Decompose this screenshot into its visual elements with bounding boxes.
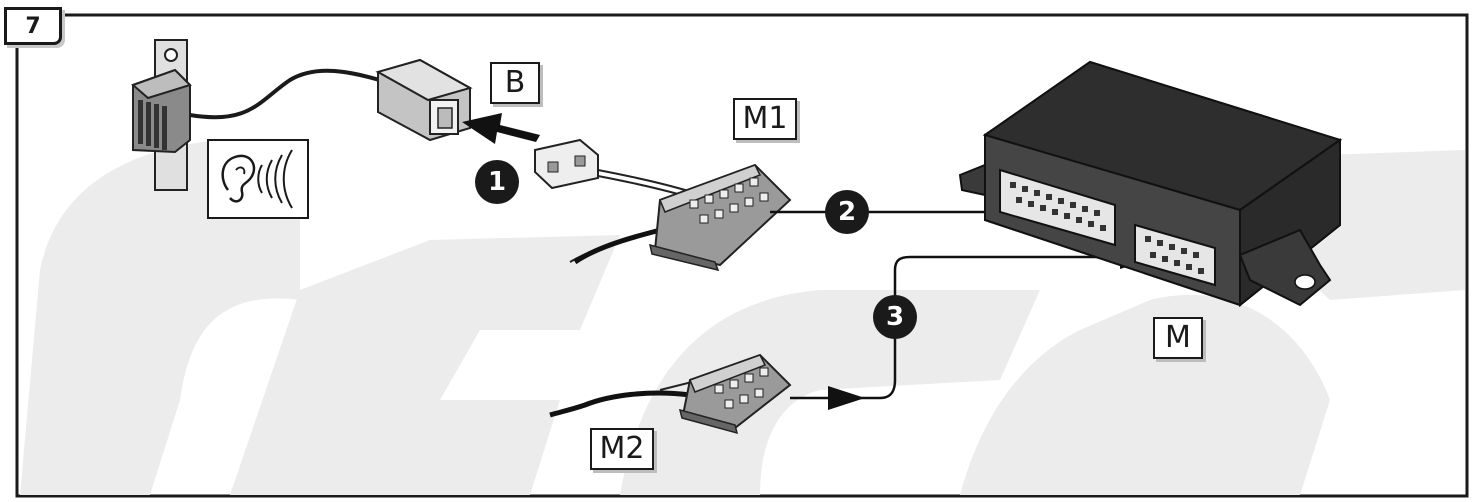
insert-arrow	[462, 113, 540, 144]
plug-male	[534, 138, 599, 190]
black-wire-m2	[549, 390, 691, 418]
control-module-box	[958, 60, 1343, 308]
label-harness-m2: M2	[590, 428, 654, 470]
arrow-m2	[828, 386, 865, 410]
step-circle-1: 1	[475, 160, 519, 204]
harness-m2-connector	[678, 353, 792, 435]
ear-sound-icon	[207, 139, 309, 219]
label-control-module: M	[1153, 317, 1203, 359]
step-circle-3: 3	[873, 295, 917, 339]
step-number-badge: 7	[4, 7, 62, 45]
step-circle-2: 2	[825, 190, 869, 234]
label-connector-b: B	[490, 62, 540, 104]
harness-m1-connector	[649, 163, 792, 272]
buzzer-device	[131, 39, 192, 191]
connector-b-housing	[375, 58, 473, 142]
label-harness-m1: M1	[733, 98, 797, 140]
buzzer-cable	[189, 68, 381, 120]
